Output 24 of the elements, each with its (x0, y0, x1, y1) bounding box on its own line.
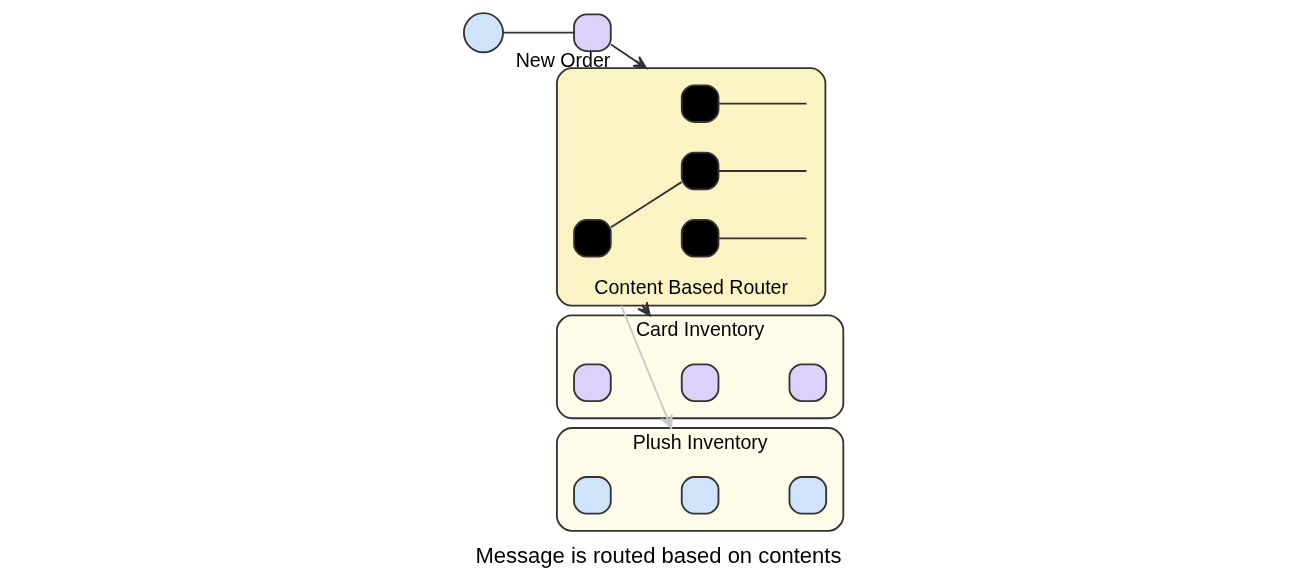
connector (717, 237, 807, 240)
cluster (555, 67, 826, 307)
node-box (572, 219, 612, 258)
node-box (788, 363, 827, 402)
connector (717, 170, 807, 172)
node-box (572, 476, 612, 515)
node-box (680, 476, 719, 515)
node-box (788, 476, 827, 515)
node-circle (462, 12, 504, 54)
caption: Message is routed based on contents (475, 543, 841, 569)
node-label: Content Based Router (593, 276, 788, 299)
node-box (680, 363, 719, 402)
node-box (572, 13, 612, 52)
cluster: Card Inventory (555, 314, 844, 420)
cluster: Plush Inventory (555, 427, 844, 532)
node-box (680, 84, 719, 123)
connector (717, 102, 807, 105)
node-label: New Order (515, 48, 610, 71)
node-box (680, 219, 719, 258)
node-box (680, 151, 719, 191)
connector (501, 31, 575, 34)
node-box (572, 363, 612, 402)
connector (609, 181, 682, 229)
arrow (609, 43, 647, 70)
